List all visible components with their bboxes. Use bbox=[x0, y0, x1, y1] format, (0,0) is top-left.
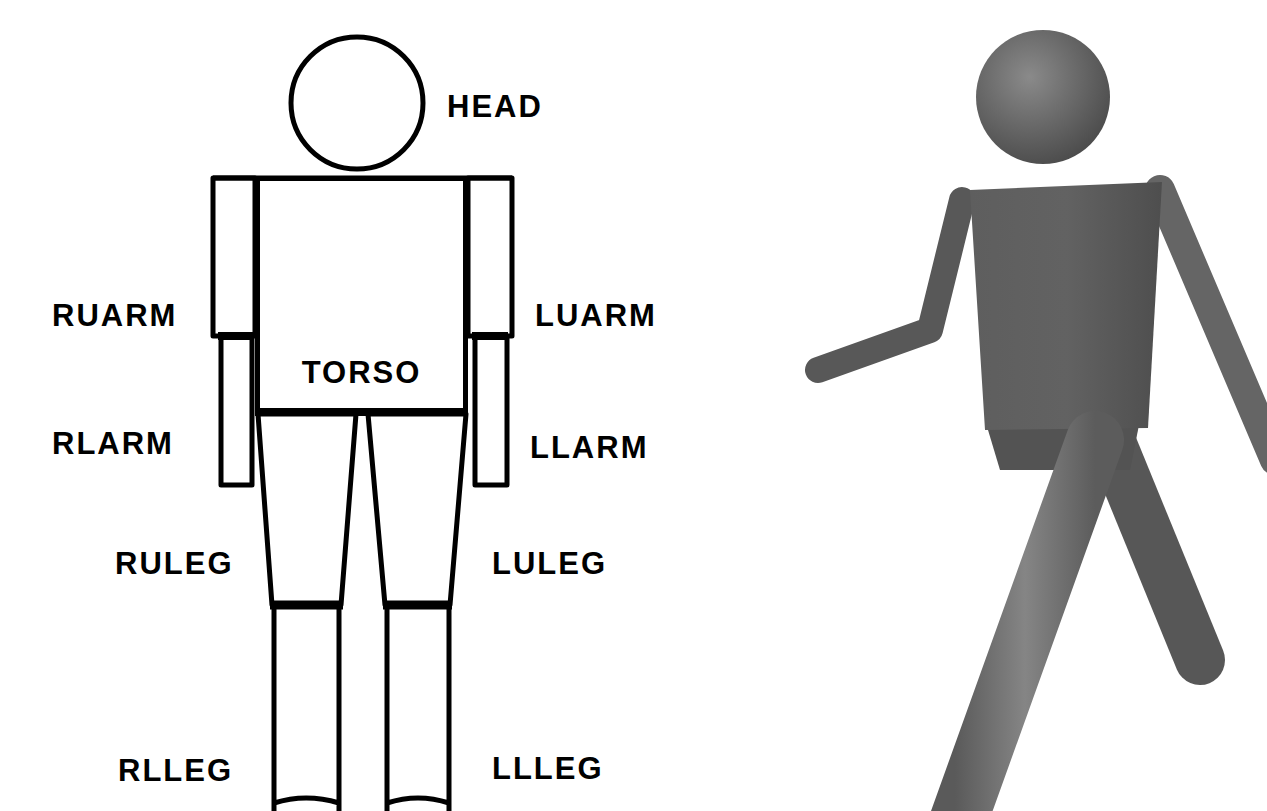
part-label: RULEG bbox=[115, 548, 234, 579]
part-label: TORSO bbox=[302, 357, 422, 388]
right-upper-arm bbox=[213, 178, 255, 336]
part-label: LULEG bbox=[492, 548, 607, 579]
stick-figure bbox=[213, 37, 512, 811]
torso-box: TORSO bbox=[255, 176, 468, 416]
left-lower-leg bbox=[387, 605, 449, 811]
knee-joint bbox=[383, 601, 452, 610]
right-lower-arm bbox=[221, 336, 252, 485]
part-label: RLLEG bbox=[118, 755, 233, 786]
left-upper-leg bbox=[368, 414, 466, 605]
head-circle bbox=[291, 37, 423, 169]
right-arm bbox=[818, 200, 962, 370]
left-arm bbox=[1160, 190, 1267, 460]
knee-joint bbox=[270, 601, 343, 610]
head-sphere bbox=[976, 30, 1110, 164]
left-upper-arm bbox=[468, 178, 512, 336]
part-label: RLARM bbox=[52, 428, 174, 459]
part-label: LLARM bbox=[530, 432, 648, 463]
right-upper-leg bbox=[258, 414, 356, 605]
front-leg bbox=[955, 440, 1095, 811]
part-label: LUARM bbox=[535, 300, 657, 331]
torso bbox=[970, 182, 1162, 430]
elbow-joint bbox=[218, 332, 253, 340]
right-lower-leg bbox=[274, 605, 339, 811]
back-leg bbox=[1110, 440, 1200, 660]
walking-figure bbox=[818, 30, 1267, 811]
left-lower-arm bbox=[475, 336, 507, 485]
elbow-joint bbox=[472, 332, 508, 340]
part-label: HEAD bbox=[447, 91, 543, 122]
part-label: RUARM bbox=[52, 300, 177, 331]
part-label: LLLEG bbox=[492, 753, 604, 784]
